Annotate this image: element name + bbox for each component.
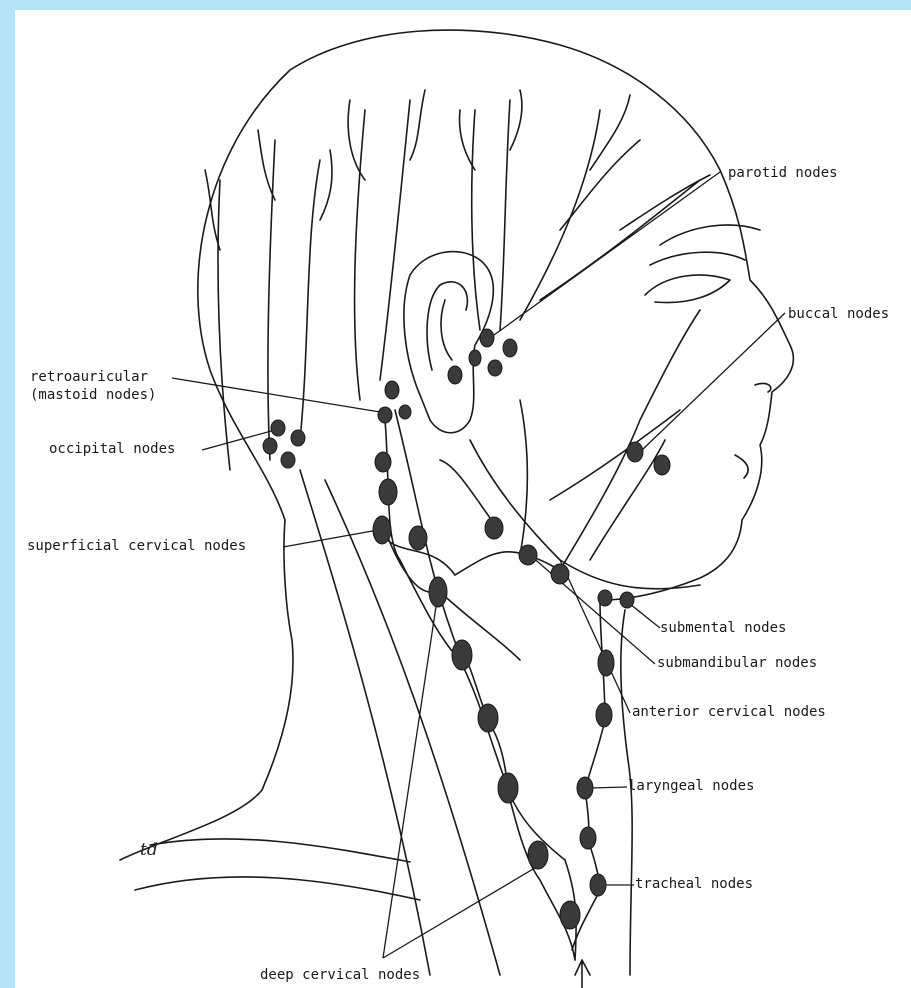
deep-cervical-node (429, 577, 447, 607)
head-outline (198, 30, 794, 600)
cervical-node (375, 452, 391, 472)
submandibular-node (519, 545, 537, 565)
leader-parotid (487, 172, 720, 340)
deep-cervical-node (478, 704, 498, 732)
label-anterior-cervical-nodes: anterior cervical nodes (632, 704, 826, 721)
retroauricular-node (399, 405, 411, 419)
buccal-node (654, 455, 670, 475)
parotid-node (448, 366, 462, 384)
tracheal-node (590, 874, 606, 896)
parotid-node (503, 339, 517, 357)
diagram-canvas: parotid nodes buccal nodes retroauricula… (15, 10, 911, 988)
leader-laryngeal (590, 787, 627, 788)
occipital-node (263, 438, 277, 454)
label-retroauricular: retroauricular (30, 369, 148, 386)
cervical-node (379, 479, 397, 505)
laryngeal-node (580, 827, 596, 849)
submental-node (598, 590, 612, 606)
artist-signature: td (140, 840, 158, 860)
label-laryngeal-nodes: laryngeal nodes (628, 778, 754, 795)
parotid-node (469, 350, 481, 366)
label-submental-nodes: submental nodes (660, 620, 786, 637)
eye (645, 275, 730, 303)
anterior-cervical-node (598, 650, 614, 676)
neck-back-outline (120, 520, 293, 860)
label-superficial-cervical-nodes: superficial cervical nodes (27, 538, 246, 555)
leader-deep-cervical-b (383, 862, 545, 958)
retroauricular-node (378, 407, 392, 423)
label-submandibular-nodes: submandibular nodes (657, 655, 817, 672)
cervical-node (409, 526, 427, 550)
label-mastoid-nodes: (mastoid nodes) (30, 387, 156, 404)
deep-cervical-node (452, 640, 472, 670)
deep-cervical-node (498, 773, 518, 803)
anterior-cervical-node (596, 703, 612, 727)
laryngeal-node (577, 777, 593, 799)
label-tracheal-nodes: tracheal nodes (635, 876, 753, 893)
parotid-node (488, 360, 502, 376)
leader-anterior-cervical (560, 560, 630, 713)
ear-outline (404, 252, 493, 433)
deep-cervical-node (528, 841, 548, 869)
label-buccal-nodes: buccal nodes (788, 306, 889, 323)
submental-node (620, 592, 634, 608)
leader-retroauricular (172, 378, 380, 412)
leader-deep-cervical-a (383, 600, 437, 958)
superficial-cervical-node (373, 516, 391, 544)
label-occipital-nodes: occipital nodes (49, 441, 175, 458)
retroauricular-node (385, 381, 399, 399)
deep-cervical-node (560, 901, 580, 929)
occipital-node (291, 430, 305, 446)
leader-buccal (642, 313, 785, 450)
occipital-node (271, 420, 285, 436)
leader-superficial-cervical (283, 530, 378, 547)
occipital-node (281, 452, 295, 468)
label-parotid-nodes: parotid nodes (728, 165, 838, 182)
submandibular-node (485, 517, 503, 539)
label-deep-cervical-nodes: deep cervical nodes (260, 967, 420, 984)
buccal-node (627, 442, 643, 462)
submandibular-node (551, 564, 569, 584)
parotid-node (480, 329, 494, 347)
